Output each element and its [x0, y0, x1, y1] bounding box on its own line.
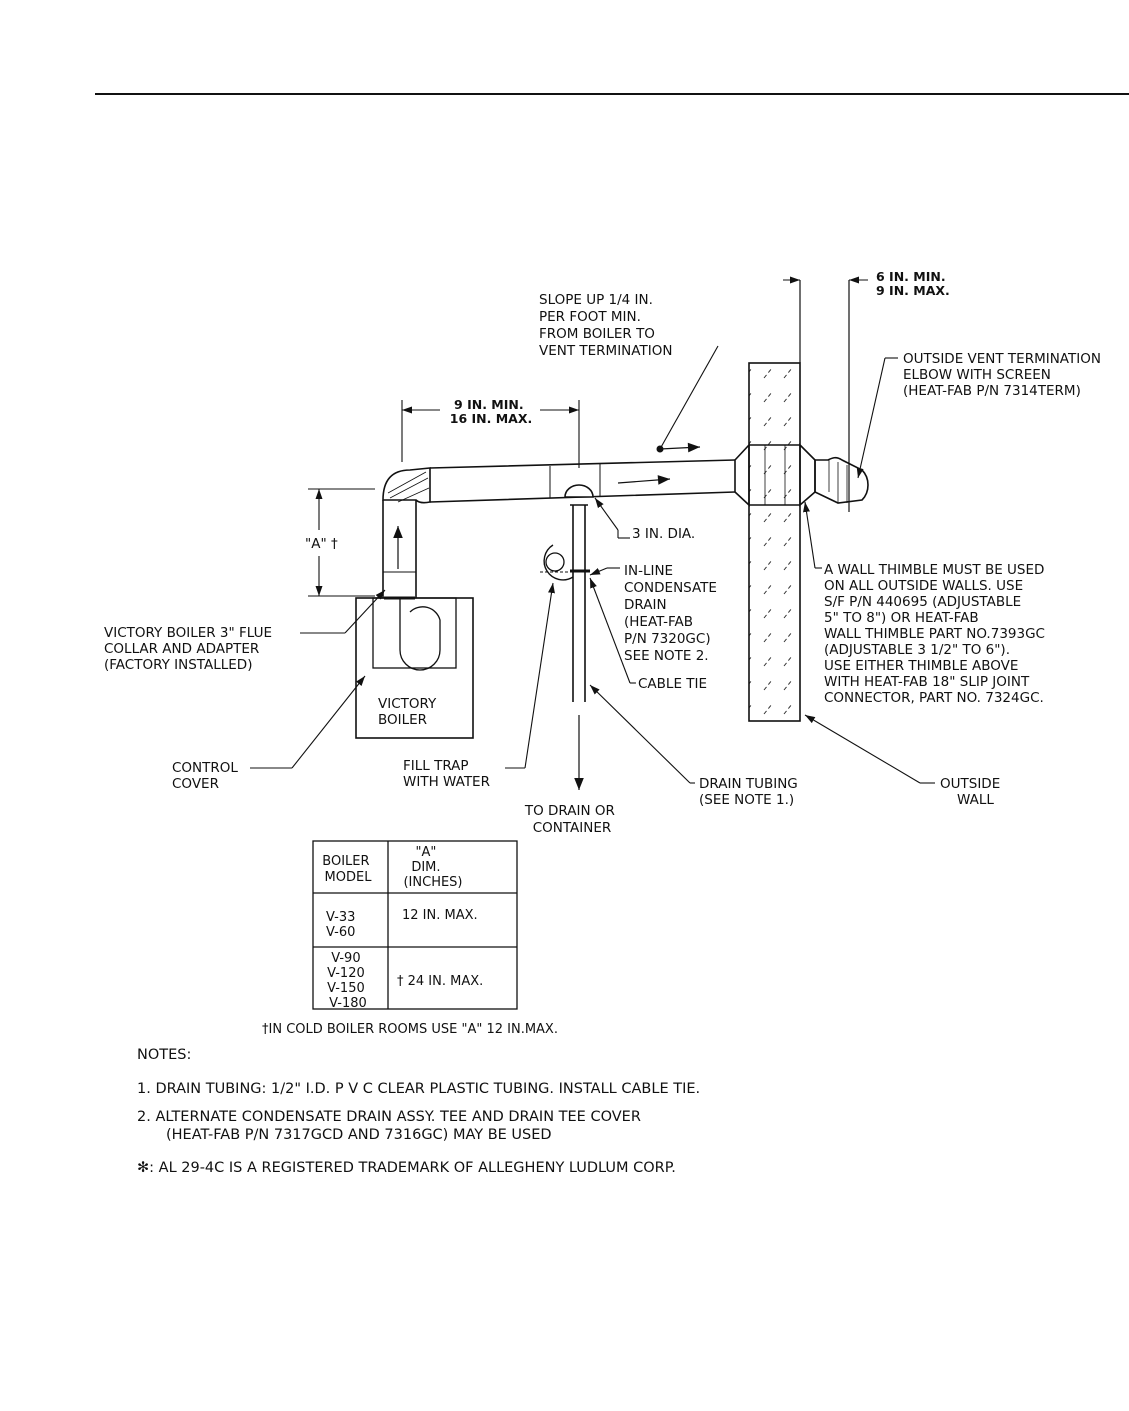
label-control-cover: CONTROL COVER [172, 760, 242, 792]
wall-thimble [734, 442, 750, 507]
header-rule [95, 93, 1129, 95]
label-dim-wall: 6 IN. MIN. 9 IN. MAX. [876, 269, 950, 298]
inline-drain [564, 484, 594, 498]
label-cable-tie: CABLE TIE [638, 676, 707, 692]
label-dim-horizontal: 9 IN. MIN. 16 IN. MAX. [450, 397, 532, 426]
label-outside-vent: OUTSIDE VENT TERMINATION ELBOW WITH SCRE… [903, 351, 1105, 399]
flue-collar [399, 598, 441, 671]
elbow [382, 467, 431, 504]
drain-trap [543, 544, 574, 581]
label-drain-tubing: DRAIN TUBING (SEE NOTE 1.) [699, 776, 802, 808]
table-row-dim: 12 IN. MAX. [402, 908, 478, 923]
table-header-model: BOILER MODEL [322, 854, 373, 885]
note-item: 1. DRAIN TUBING: 1/2" I.D. P V C CLEAR P… [137, 1081, 700, 1097]
table-row-models: V-33 V-60 [326, 910, 360, 940]
note-item: ✻: AL 29-4C IS A REGISTERED TRADEMARK OF… [137, 1160, 676, 1176]
label-boiler: VICTORY BOILER [378, 696, 441, 728]
label-flue-collar: VICTORY BOILER 3" FLUE COLLAR AND ADAPTE… [104, 625, 276, 673]
table-footnote: †IN COLD BOILER ROOMS USE "A" 12 IN.MAX. [262, 1022, 558, 1037]
table-row-dim: † 24 IN. MAX. [397, 974, 483, 989]
label-to-drain: TO DRAIN OR CONTAINER [524, 803, 619, 836]
outside-wall [748, 362, 801, 722]
label-slope: SLOPE UP 1/4 IN. PER FOOT MIN. FROM BOIL… [539, 292, 672, 359]
vent-termination [814, 456, 869, 504]
notes-heading: NOTES: [137, 1047, 191, 1063]
label-pipe-dia: 3 IN. DIA. [632, 526, 695, 542]
table-header-dim: "A" DIM. (INCHES) [403, 845, 462, 890]
dimension-table [312, 840, 518, 1010]
label-inline-drain: IN-LINE CONDENSATE DRAIN (HEAT-FAB P/N 7… [624, 563, 721, 664]
label-outside-wall: OUTSIDE WALL [940, 776, 1005, 808]
label-fill-trap: FILL TRAP WITH WATER [403, 758, 490, 790]
note-item: 2. ALTERNATE CONDENSATE DRAIN ASSY. TEE … [137, 1109, 646, 1143]
label-wall-thimble: A WALL THIMBLE MUST BE USED ON ALL OUTSI… [824, 562, 1049, 706]
label-dim-a: "A" † [305, 536, 338, 552]
table-row-models: V-90 V-120 V-150 V-180 [327, 951, 369, 1011]
